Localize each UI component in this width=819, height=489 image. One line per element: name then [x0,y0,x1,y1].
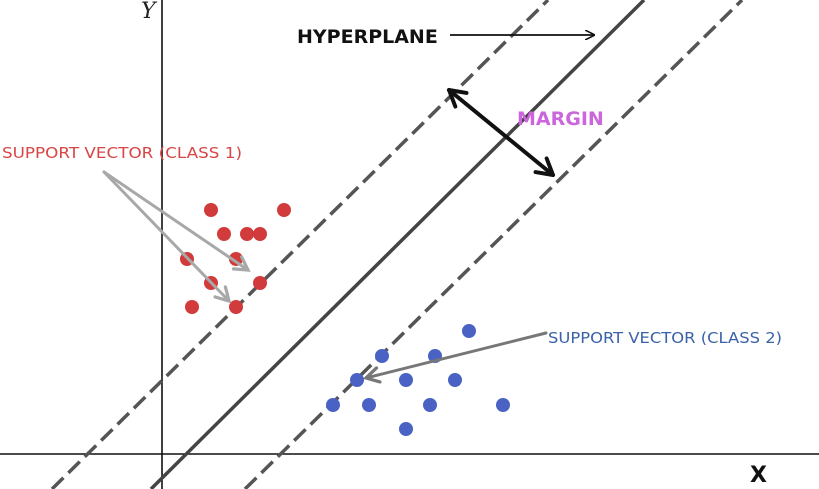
class2-point-4 [350,373,364,387]
class1-point-5 [253,227,267,241]
class1-point-4 [240,227,254,241]
support-vector-class2-label: SUPPORT VECTOR (CLASS 2) [548,329,782,347]
class1-point-3 [217,227,231,241]
class1-point-1 [204,203,218,217]
upper-margin-line [50,0,550,489]
margin-arrow [447,88,555,177]
margin-label: MARGIN [517,108,604,130]
class2-point-6 [448,373,462,387]
hyperplane-line [149,0,646,489]
class-2-points [326,324,510,436]
class2-point-8 [362,398,376,412]
class-1-points [180,203,291,314]
support-vector-class1-label: SUPPORT VECTOR (CLASS 1) [2,144,242,162]
class2-point-11 [399,422,413,436]
support-vector-class1-arrow-2 [102,170,232,304]
y-axis-label: Y [141,0,158,24]
support-vector-class2-arrow [362,331,548,384]
class1-point-9 [253,276,267,290]
class1-point-2 [277,203,291,217]
x-axis-label: X [750,463,767,488]
hyperplane-label: HYPERPLANE [297,26,438,48]
class2-point-2 [375,349,389,363]
class2-point-10 [496,398,510,412]
class2-point-1 [462,324,476,338]
class1-point-10 [185,300,199,314]
lower-margin-line [243,0,744,489]
support-vector-class1-arrow-1 [102,170,251,272]
class2-point-5 [399,373,413,387]
class1-point-11 [229,300,243,314]
class2-point-7 [326,398,340,412]
class2-point-9 [423,398,437,412]
